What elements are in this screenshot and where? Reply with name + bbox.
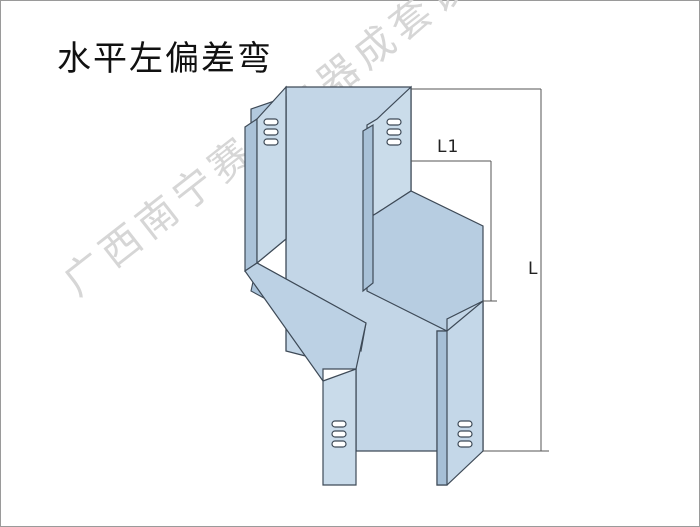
dimension-label-l1: L1 bbox=[437, 137, 460, 157]
slot-holes-lower-right bbox=[457, 420, 473, 448]
right-flange-lower bbox=[436, 330, 448, 486]
dimension-lines bbox=[411, 88, 549, 452]
diagram-title: 水平左偏差弯 bbox=[57, 39, 273, 79]
slot-holes-lower-left bbox=[331, 420, 347, 448]
dimension-label-l: L bbox=[528, 259, 538, 279]
slot-holes-upper-right bbox=[386, 118, 402, 146]
right-flange-upper bbox=[362, 123, 374, 293]
slot-holes-upper-left bbox=[263, 118, 279, 146]
left-flange-upper bbox=[244, 117, 258, 273]
left-wall-upper bbox=[256, 85, 287, 265]
